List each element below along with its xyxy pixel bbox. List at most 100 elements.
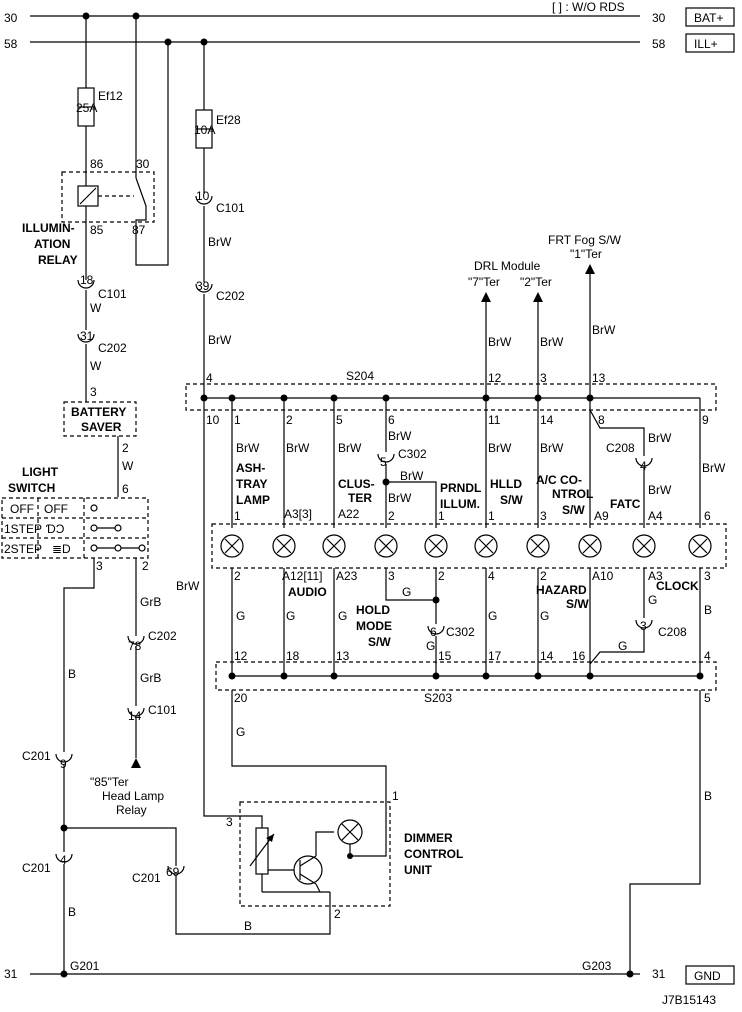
s203-pin-16: 16 [572,649,586,663]
s204-pin-8: 8 [598,413,605,427]
fog-ter-1: "1"Ter [570,247,602,261]
rail-31-left-label: 31 [4,967,18,981]
hold-label-2: MODE [356,619,392,633]
drl-arrow-1 [481,292,491,302]
light-switch-pin-6: 6 [122,482,129,496]
illumination-relay: 85 30 87 ILLUMIN- ATION RELAY [22,157,155,280]
rail-58-right-label: 58 [652,37,666,51]
s204-pin-10: 10 [206,413,220,427]
s204-pin-5: 5 [336,413,343,427]
light-switch-title-2: SWITCH [8,481,55,495]
c201-pin-69: 69 [166,865,180,879]
fatc-pin-bottom: A3 [648,569,663,583]
s204-pin-4: 4 [206,371,213,385]
rail-30-right-label: 30 [652,11,666,25]
c201-label-2: C201 [22,861,51,875]
wire-b-1: B [68,667,76,681]
ill-plus-box [685,33,735,53]
prndl-pin-bottom: 2 [438,569,445,583]
ashtray-pin-top: 1 [234,509,241,523]
dimmer-control-unit: 3 1 2 DIMMER CONTROL UNIT [226,789,463,921]
c202-pin-78: 78 [128,639,142,653]
wire-brw-ashtray: BrW [236,441,260,455]
s203-pin-17: 17 [488,649,502,663]
s204-label: S204 [346,369,374,383]
c101-label-grb: C101 [148,703,177,717]
hlld-pin-top: 1 [488,509,495,523]
battery-saver: BATTERY SAVER [63,401,137,437]
g201-label: G201 [70,959,100,973]
battery-saver-label-1: BATTERY [71,405,126,419]
wire-brw-drl1: BrW [488,335,512,349]
a22-pin-top: A22 [338,507,360,521]
hazard-label-1: HAZARD [536,583,587,597]
battery-saver-label-2: SAVER [81,420,122,434]
wire-brw-audio: BrW [286,441,310,455]
s204-pin-13: 13 [592,371,606,385]
s203-pin-13: 13 [336,649,350,663]
light-switch-pin-2: 2 [142,559,149,573]
wire-grb-1: GrB [140,595,161,609]
c208-pin-4: 4 [640,459,647,473]
relay-label-3: RELAY [38,253,78,267]
c101-label-left: C101 [98,287,127,301]
c201-label-3: C201 [132,871,161,885]
fatc-label: FATC [610,497,641,511]
dimmer-label-1: DIMMER [404,831,453,845]
s204-pin-1: 1 [234,413,241,427]
wire-g-fatc: G [648,593,657,607]
audio-pin-bottom: A12[11] [282,569,322,583]
s204-pin-9: 9 [702,413,709,427]
wire-brw-c302: BrW [388,429,412,443]
battery-saver-pin-2: 2 [122,441,129,455]
ef12-rating: 25A [76,101,97,115]
ashtray-pin-bottom: 2 [234,569,241,583]
wire-brw-ef28: BrW [208,235,232,249]
hazard-label-2: S/W [566,597,589,611]
cluster-pin-bottom: 3 [388,569,395,583]
s204-pin-12: 12 [488,371,502,385]
wire-g-c208: G [618,639,627,653]
c202-label-grb: C202 [148,629,177,643]
hlld-label-1: HLLD [490,477,522,491]
wire-brw-ef28-2: BrW [208,333,232,347]
ef12-name: Ef12 [98,89,123,103]
switch-row-1step: 1STEP [4,522,42,536]
s204-pin-14: 14 [540,413,554,427]
s203-pin-15: 15 [438,649,452,663]
cluster-label-1: CLUS- [338,477,375,491]
splice-s204: S204 4 10 1 2 5 6 12 11 3 14 13 8 9 [185,369,717,427]
relay-pin-87: 87 [132,223,146,237]
gnd-box [685,965,735,985]
transistor-icon [293,855,323,885]
c101-pin-18: 18 [80,273,94,287]
splice-s203: S203 12 18 13 15 17 14 16 4 20 5 [215,649,717,705]
ashtray-label-2: TRAY [236,477,268,491]
wire-g-hold: G [426,639,435,653]
rail-30-left-label: 30 [4,11,18,25]
drl-ter-7: "7"Ter [468,275,500,289]
dimmer-pin-2: 2 [334,907,341,921]
headlamp-relay-label-2: Head Lamp [102,789,164,803]
parking-lamp-icon: ƊƆ [46,522,65,536]
relay-pin-30: 30 [136,157,150,171]
s204-pin-11: 11 [488,413,501,427]
wire-g-audio: G [286,609,295,623]
s204-pin-2: 2 [286,413,293,427]
c101-pin-14: 14 [128,709,142,723]
wire-brw-ac: BrW [540,441,564,455]
wire-brw-fog: BrW [592,323,616,337]
wire-brw-prndl: BrW [400,469,424,483]
ill-plus-label: ILL+ [694,37,718,51]
c202-pin-31: 31 [80,329,94,343]
wire-b-gnd: B [704,789,712,803]
wire-w-1: W [90,301,102,315]
rds-note: [ ] : W/O RDS [552,0,625,14]
s204-pin-6: 6 [388,413,395,427]
c302-pin-5: 5 [380,455,387,469]
wire-brw-fatc: BrW [648,483,672,497]
wire-brw-clock: BrW [702,461,726,475]
wire-g-hlld: G [488,609,497,623]
prndl-pin-top: 1 [438,509,445,523]
wire-g-ashtray: G [236,609,245,623]
